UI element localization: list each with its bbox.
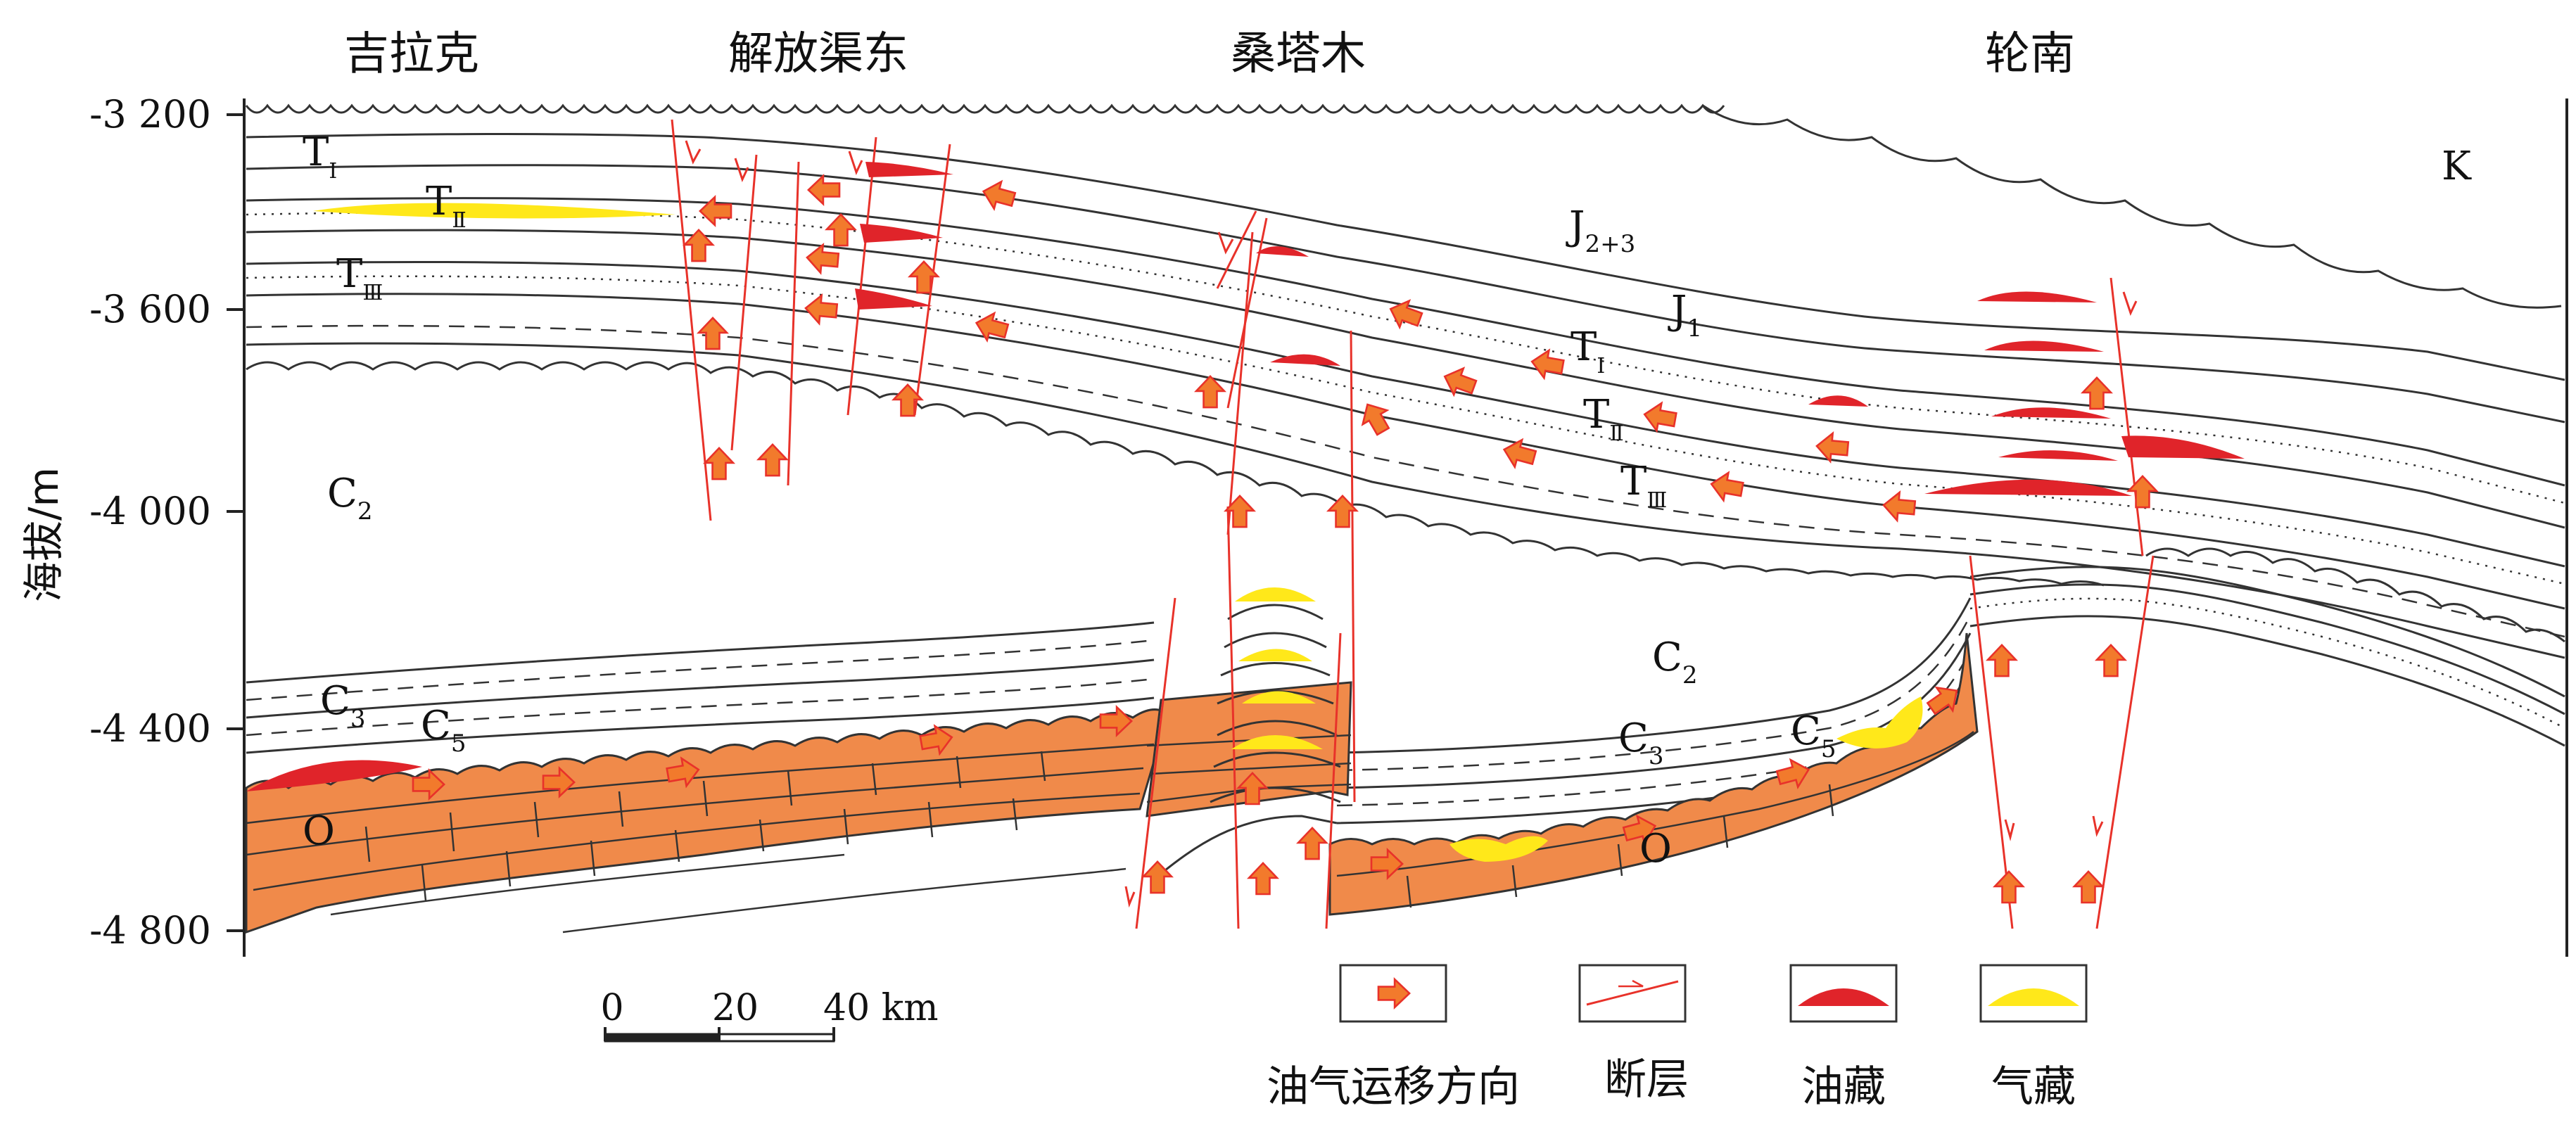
stratum-j23-label: J2+3 — [1566, 203, 1635, 258]
stratum-k-label: K — [2442, 144, 2472, 189]
y-axis: -3 200 -3 600 -4 000 -4 400 -4 800 海拔/m — [20, 92, 246, 957]
oil-reservoirs — [246, 162, 2245, 791]
legend-label-oil: 油藏 — [1801, 1062, 1886, 1112]
stratum-c3-label-right: C3 — [1618, 715, 1664, 770]
lower-strata — [246, 566, 2565, 824]
stratum-c2-label-right: C2 — [1652, 635, 1698, 689]
carbonate-brick-pattern — [246, 731, 1974, 934]
stratum-labels: K J2+3 J1 TⅠ TⅡ TⅢ TⅠ TⅡ TⅢ C2 C3 C5 O C… — [303, 129, 2472, 872]
area-title-jilake: 吉拉克 — [344, 28, 479, 80]
k-base-line — [1702, 104, 2562, 309]
scale-label-0: 0 — [600, 987, 623, 1029]
legend-gas-icon — [1988, 988, 2079, 1006]
y-tick-label: -4 400 — [89, 706, 211, 751]
stratum-o-label-left: O — [303, 808, 335, 854]
stratum-t3-label-left: TⅢ — [336, 251, 383, 305]
legend-fault-icon — [1586, 980, 1679, 1006]
legend-label-fault: 断层 — [1604, 1055, 1689, 1104]
legend-oil-icon — [1798, 988, 1889, 1006]
stratum-o-label-right: O — [1639, 826, 1672, 872]
sangtamu-anticline-layers — [1153, 604, 1341, 881]
stratum-c3-label-left: C3 — [320, 678, 366, 733]
lunnan-base-unconformity — [2145, 547, 2565, 643]
legend-label-gas: 气藏 — [1991, 1062, 2076, 1112]
legend: 油气运移方向 断层 油藏 气藏 — [1267, 964, 2088, 1112]
area-title-sangtamu: 桑塔木 — [1231, 28, 1366, 80]
gas-reservoirs — [313, 203, 1923, 862]
y-tick-label: -4 000 — [89, 489, 211, 533]
scale-label-40: 40 km — [823, 987, 939, 1029]
y-tick-label: -3 600 — [89, 287, 211, 331]
stratum-c2-label-left: C2 — [327, 471, 373, 526]
stratum-t3-label-right: TⅢ — [1620, 459, 1667, 513]
area-title-lunnan: 轮南 — [1985, 28, 2075, 80]
stratum-t1-label-right: TⅠ — [1571, 324, 1605, 378]
scale-bar: 0 20 40 km — [600, 987, 939, 1043]
stratum-t2-label-right: TⅡ — [1583, 392, 1624, 446]
t-base-unconformity — [246, 361, 2105, 587]
scale-label-20: 20 — [712, 987, 759, 1029]
stratum-t2-label-left: TⅡ — [426, 179, 467, 233]
legend-label-migration: 油气运移方向 — [1267, 1062, 1520, 1112]
faults — [671, 119, 2155, 929]
stratum-j1-label: J1 — [1668, 288, 1702, 343]
top-unconformity — [245, 103, 1725, 114]
y-tick-label: -4 800 — [89, 908, 211, 953]
ordovician-carbonate-left — [245, 708, 1169, 934]
stratum-c5-label-left: C5 — [421, 703, 467, 758]
y-axis-title: 海拔/m — [20, 467, 68, 602]
stratum-c5-label-right: C5 — [1791, 708, 1836, 763]
area-title-jiefangqudong: 解放渠东 — [728, 28, 908, 80]
y-tick-label: -3 200 — [89, 92, 211, 136]
stratum-t1-label-left: TⅠ — [303, 129, 337, 184]
